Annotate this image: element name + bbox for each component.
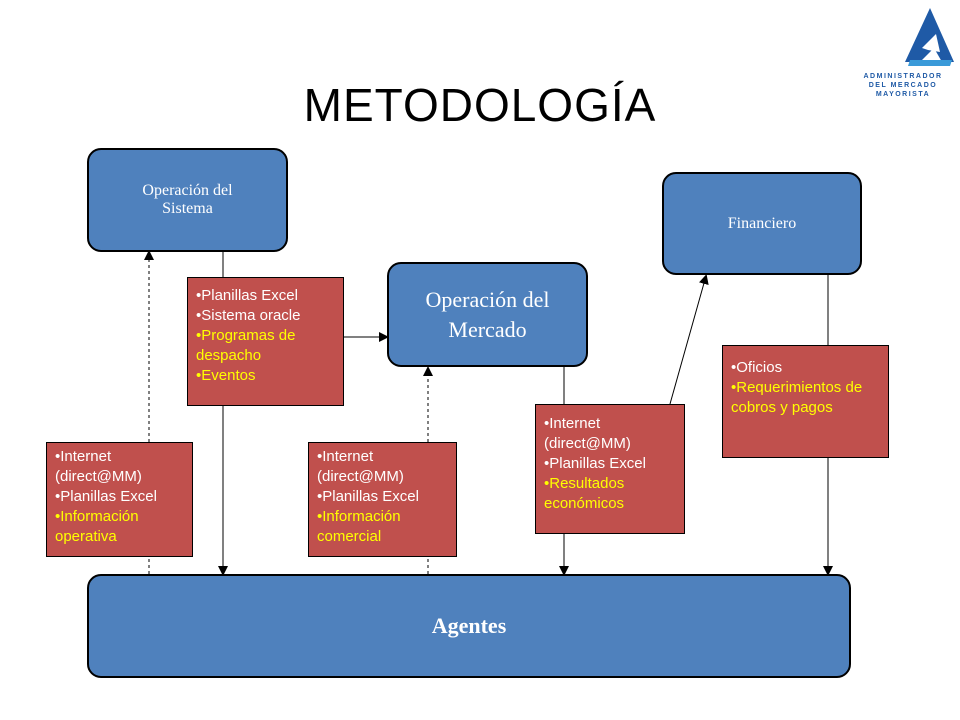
- note-item: •Planillas Excel: [55, 488, 157, 505]
- node-label: Agentes: [431, 613, 507, 638]
- note-sistema-to-agentes: •Planillas Excel •Sistema oracle •Progra…: [187, 277, 344, 406]
- amm-logo: [850, 0, 960, 105]
- logo-text: ADMINISTRADOR DEL MERCADO MAYORISTA: [858, 72, 948, 99]
- note-item: •Información comercial: [317, 508, 401, 545]
- note-item: •Internet (direct@MM): [544, 415, 631, 452]
- node-label: Operación del Mercado: [425, 286, 550, 342]
- node-agentes: Agentes: [87, 574, 851, 678]
- note-item: •Internet (direct@MM): [317, 448, 404, 485]
- note-item: •Resultados económicos: [544, 475, 625, 512]
- node-label: Financiero: [727, 214, 797, 232]
- node-label: Operación del Sistema: [142, 182, 233, 217]
- note-item: •Planillas Excel: [544, 455, 646, 472]
- note-item: •Programas de despacho: [196, 327, 296, 364]
- node-operacion-mercado: Operación del Mercado: [387, 262, 588, 367]
- note-item: •Eventos: [196, 367, 256, 384]
- note-item: •Información operativa: [55, 508, 139, 545]
- logo-mark-icon: [902, 2, 958, 70]
- note-mercado-to-agentes: •Internet (direct@MM) •Planillas Excel •…: [535, 404, 685, 534]
- page-title: METODOLOGÍA: [303, 79, 657, 131]
- arrow-mercado-to-financiero: [669, 274, 709, 405]
- note-item: •Requerimientos de cobros y pagos: [731, 379, 863, 416]
- node-financiero: Financiero: [662, 172, 862, 275]
- note-agentes-to-mercado: •Internet (direct@MM) •Planillas Excel •…: [308, 442, 457, 557]
- logo-line: MAYORISTA: [875, 91, 931, 98]
- node-operacion-sistema: Operación del Sistema: [87, 148, 288, 252]
- logo-line: DEL MERCADO: [868, 82, 938, 89]
- note-item: •Planillas Excel: [196, 287, 298, 304]
- note-item: •Planillas Excel: [317, 488, 419, 505]
- note-item: •Internet (direct@MM): [55, 448, 142, 485]
- logo-line: ADMINISTRADOR: [863, 73, 943, 80]
- note-agentes-to-sistema: •Internet (direct@MM) •Planillas Excel •…: [46, 442, 193, 557]
- note-item: •Sistema oracle: [196, 307, 301, 324]
- note-financiero-to-agentes: •Oficios •Requerimientos de cobros y pag…: [722, 345, 889, 458]
- note-item: •Oficios: [731, 359, 783, 376]
